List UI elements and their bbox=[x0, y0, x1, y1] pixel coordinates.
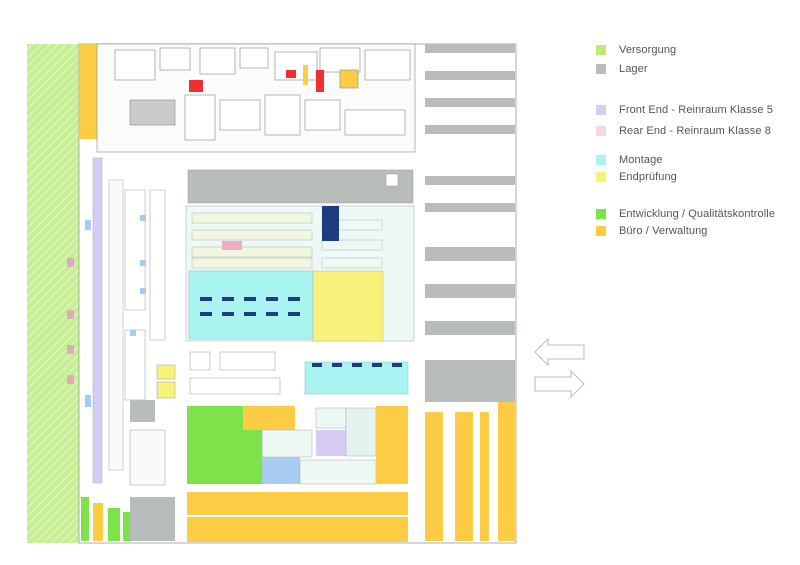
legend-label: Lager bbox=[619, 63, 648, 75]
legend-swatch bbox=[596, 172, 606, 182]
pink-markers-west bbox=[67, 258, 74, 384]
montage-line-1 bbox=[188, 270, 314, 340]
legend-label: Endprüfung bbox=[619, 171, 677, 183]
montage-machines-1 bbox=[200, 297, 300, 316]
legend-item-rearend: Rear End - Reinraum Klasse 8 bbox=[596, 124, 771, 138]
frontend-lab-south bbox=[316, 430, 346, 456]
legend-swatch bbox=[596, 45, 606, 55]
storage-box bbox=[385, 173, 399, 187]
legend-swatch bbox=[596, 64, 606, 74]
arrow-right-icon bbox=[534, 370, 585, 398]
legend-label: Front End - Reinraum Klasse 5 bbox=[619, 104, 773, 116]
north-office-zone bbox=[96, 43, 416, 153]
office-south-b bbox=[261, 429, 313, 458]
storage-racks-east bbox=[425, 44, 515, 335]
storage-southwest bbox=[130, 497, 175, 541]
supply-strip-west bbox=[27, 44, 79, 543]
office-strip-north bbox=[79, 44, 97, 139]
legend-item-endpruefung: Endprüfung bbox=[596, 170, 677, 184]
office-south-a bbox=[243, 406, 295, 430]
legend-swatch bbox=[596, 155, 606, 165]
legend-label: Büro / Verwaltung bbox=[619, 225, 708, 237]
legend-item-entwicklung: Entwicklung / Qualitätskontrolle bbox=[596, 207, 775, 221]
legend-item-buero: Büro / Verwaltung bbox=[596, 224, 708, 238]
red-area-3 bbox=[316, 70, 324, 92]
legend-label: Montage bbox=[619, 154, 663, 166]
development-southwest bbox=[81, 497, 130, 541]
legend-label: Versorgung bbox=[619, 44, 677, 56]
legend-label: Rear End - Reinraum Klasse 8 bbox=[619, 125, 771, 137]
office-column-1 bbox=[425, 412, 443, 541]
workstations bbox=[191, 212, 383, 269]
legend-swatch bbox=[596, 105, 606, 115]
legend-item-versorgung: Versorgung bbox=[596, 43, 676, 57]
office-column-3 bbox=[480, 412, 489, 541]
office-pale-row bbox=[299, 459, 377, 485]
legend-swatch bbox=[596, 226, 606, 236]
legend-label: Entwicklung / Qualitätskontrolle bbox=[619, 208, 776, 220]
storage-area-southeast bbox=[425, 360, 515, 402]
arrow-left-icon bbox=[534, 338, 585, 366]
legend-item-lager: Lager bbox=[596, 62, 648, 76]
office-light-blue bbox=[345, 407, 377, 457]
red-area-1 bbox=[189, 80, 203, 92]
blue-markers-west bbox=[85, 215, 146, 407]
office-column-2 bbox=[455, 412, 473, 541]
frontend-cleanroom-strip bbox=[92, 157, 103, 484]
red-area-2 bbox=[286, 70, 296, 78]
small-rooms-center bbox=[189, 351, 281, 395]
montage-machines-2 bbox=[312, 363, 402, 367]
office-pale-square bbox=[315, 407, 347, 429]
legend-item-montage: Montage bbox=[596, 153, 663, 167]
cleanroom-pink-1 bbox=[222, 241, 242, 250]
legend-swatch bbox=[596, 126, 606, 136]
legend-swatch bbox=[596, 209, 606, 219]
storage-central-north bbox=[187, 169, 414, 204]
legend-item-frontend: Front End - Reinraum Klasse 5 bbox=[596, 103, 773, 117]
office-east-block bbox=[376, 406, 408, 484]
montage-line-2 bbox=[304, 361, 409, 395]
endpruefung-area bbox=[312, 270, 384, 342]
yellow-detail bbox=[303, 65, 308, 85]
lab-small-1 bbox=[130, 400, 155, 422]
office-blue bbox=[262, 457, 300, 484]
solar-panel-test bbox=[322, 206, 339, 241]
corridor-west bbox=[108, 179, 124, 471]
yellow-equipment-2 bbox=[156, 381, 176, 399]
office-column-4 bbox=[498, 402, 515, 541]
yellow-equipment-1 bbox=[156, 364, 176, 380]
lab-small-2 bbox=[129, 429, 166, 486]
